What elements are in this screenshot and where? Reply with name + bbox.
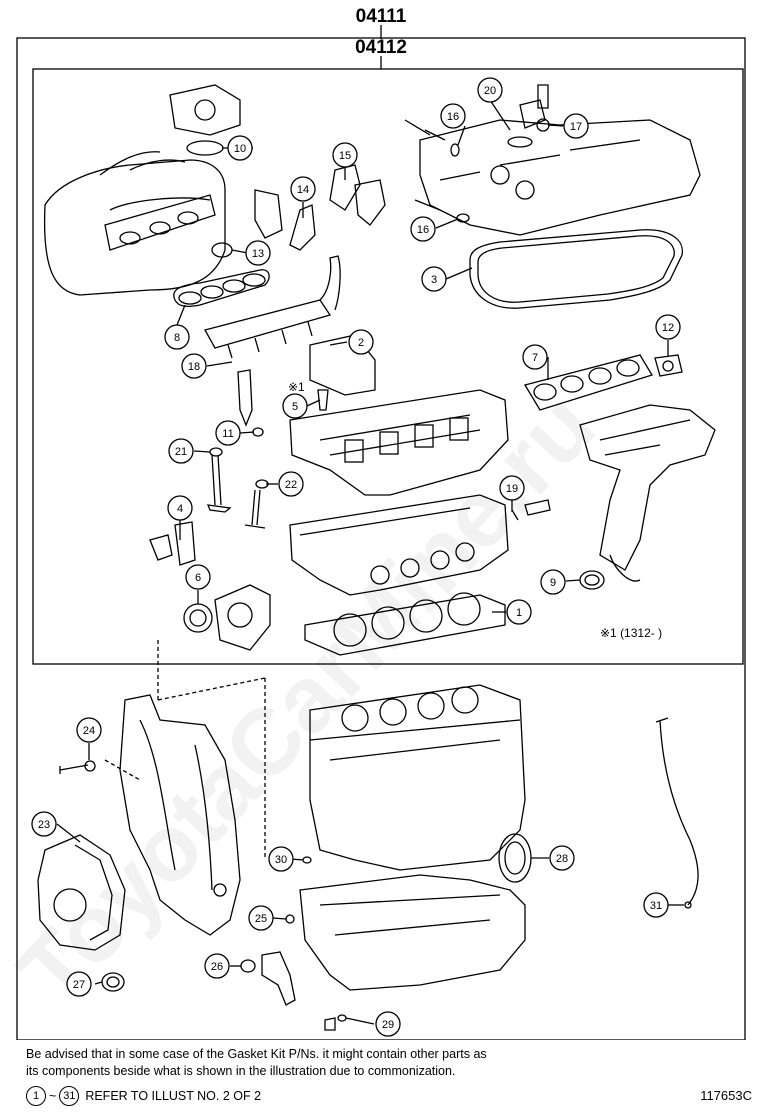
callout-29: 29 xyxy=(375,1011,401,1037)
callout-label: 26 xyxy=(211,961,223,973)
callout-label: 24 xyxy=(83,725,95,737)
callout-18: 18 xyxy=(181,353,207,379)
parts-diagram: 04111 04112 ※1 ※1 (1312- ) 1234567891011… xyxy=(16,6,746,1040)
callout-11: 11 xyxy=(215,420,241,446)
callout-label: 19 xyxy=(506,483,518,495)
callout-label: 12 xyxy=(662,322,674,334)
callout-1: 1 xyxy=(506,599,532,625)
callout-21: 21 xyxy=(168,438,194,464)
callout-label: 7 xyxy=(532,352,538,364)
figure-code: 117653C xyxy=(700,1088,752,1103)
callout-label: 25 xyxy=(255,913,267,925)
callout-label: 15 xyxy=(339,150,351,162)
callout-label: 22 xyxy=(285,479,297,491)
callout-label: 5 xyxy=(292,401,298,413)
callout-6: 6 xyxy=(185,564,211,590)
callout-label: 23 xyxy=(38,819,50,831)
callout-23: 23 xyxy=(31,811,57,837)
callout-28: 28 xyxy=(549,845,575,871)
ref-tilde: ~ xyxy=(49,1089,57,1103)
callout-2: 2 xyxy=(348,329,374,355)
callout-label: 8 xyxy=(174,332,180,344)
callout-label: 20 xyxy=(484,85,496,97)
reference-line: 1 ~ 31 REFER TO ILLUST NO. 2 OF 2 xyxy=(26,1085,261,1107)
callout-label: 2 xyxy=(358,337,364,349)
callout-label: 28 xyxy=(556,853,568,865)
callout-16: 16 xyxy=(440,103,466,129)
callout-12: 12 xyxy=(655,314,681,340)
note-line-1: Be advised that in some case of the Gask… xyxy=(26,1047,487,1061)
ref-start-callout: 1 xyxy=(26,1086,46,1106)
callout-label: 4 xyxy=(177,503,183,515)
callout-17: 17 xyxy=(563,113,589,139)
callout-15: 15 xyxy=(332,142,358,168)
kit-number-04111: 04111 xyxy=(356,6,407,27)
callout-4: 4 xyxy=(167,495,193,521)
callout-label: 21 xyxy=(175,446,187,458)
callout-label: 1 xyxy=(516,607,522,619)
callout-label: 31 xyxy=(650,900,662,912)
callout-label: 3 xyxy=(431,274,437,286)
kit-number-04112: 04112 xyxy=(355,37,407,58)
callout-9: 9 xyxy=(540,569,566,595)
annotation-range: ※1 (1312- ) xyxy=(600,626,662,640)
callout-24: 24 xyxy=(76,717,102,743)
callout-label: 11 xyxy=(222,428,233,440)
callout-8: 8 xyxy=(164,324,190,350)
callout-label: 18 xyxy=(188,361,200,373)
callout-10: 10 xyxy=(227,135,253,161)
callout-3: 3 xyxy=(421,266,447,292)
callout-label: 16 xyxy=(417,224,429,236)
callout-31: 31 xyxy=(643,892,669,918)
callout-label: 29 xyxy=(382,1019,394,1031)
callout-30: 30 xyxy=(268,846,294,872)
callout-label: 17 xyxy=(570,121,582,133)
callout-label: 10 xyxy=(234,143,246,155)
callout-16: 16 xyxy=(410,216,436,242)
callout-label: 14 xyxy=(297,184,309,196)
callout-label: 13 xyxy=(252,248,264,260)
note-line-2: its components beside what is shown in t… xyxy=(26,1064,456,1078)
callout-13: 13 xyxy=(245,240,271,266)
ref-end-callout: 31 xyxy=(59,1086,80,1106)
callout-group: 1234567891011121314151616171819202122232… xyxy=(31,77,681,1037)
callout-25: 25 xyxy=(248,905,274,931)
ref-text: REFER TO ILLUST NO. 2 OF 2 xyxy=(85,1089,262,1103)
callout-5: 5 xyxy=(282,393,308,419)
callout-14: 14 xyxy=(290,176,316,202)
callout-label: 9 xyxy=(550,577,556,589)
callout-26: 26 xyxy=(204,953,230,979)
callout-label: 30 xyxy=(275,854,287,866)
callout-label: 16 xyxy=(447,111,459,123)
callout-label: 6 xyxy=(195,572,201,584)
callout-20: 20 xyxy=(477,77,503,103)
callout-27: 27 xyxy=(66,971,92,997)
callout-7: 7 xyxy=(522,344,548,370)
callout-19: 19 xyxy=(499,475,525,501)
callout-label: 27 xyxy=(73,979,85,991)
callout-22: 22 xyxy=(278,471,304,497)
annotation-mark: ※1 xyxy=(288,380,305,394)
